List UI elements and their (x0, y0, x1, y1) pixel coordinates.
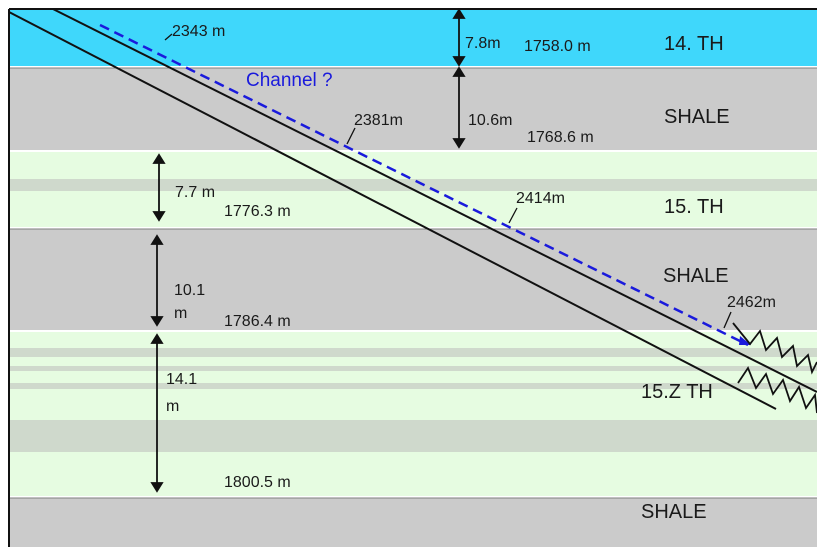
layer-15z-band-4 (9, 420, 817, 452)
layer-shale-2 (9, 228, 817, 331)
layer-shale-3 (9, 497, 817, 547)
layer-boundary-shadows (9, 67, 817, 499)
layer-15z-th (9, 331, 817, 497)
thickness-arrows (150, 8, 466, 493)
layer-label-14-th: 14. TH (664, 33, 724, 55)
layer-label-shale-2: SHALE (663, 265, 729, 287)
wellbore-upper-line (52, 8, 817, 393)
layer-15z-band-2 (9, 366, 817, 371)
layer-15z-band-1 (9, 348, 817, 357)
layer-15z-band-3 (9, 383, 817, 389)
layer-label-15z-th: 15.Z TH (641, 381, 713, 403)
thickness-label-shale-2-value: 10.1 (174, 282, 205, 299)
md-label-2414: 2414m (516, 190, 565, 207)
wellbore-lower-line (8, 11, 777, 410)
thickness-label-15z-unit: m (166, 398, 179, 415)
layer-label-15-th: 15. TH (664, 196, 724, 218)
layer-label-shale-3: SHALE (641, 501, 707, 523)
thickness-label-shale-1: 10.6m (468, 112, 512, 129)
md-label-2462: 2462m (727, 294, 776, 311)
layer-15-th-band (9, 179, 817, 191)
layer-label-shale-1: SHALE (664, 106, 730, 128)
layer-boundaries (9, 66, 817, 498)
thickness-label-shale-2-unit: m (174, 305, 187, 322)
thickness-label-14-th: 7.8m (465, 35, 501, 52)
depth-label-1768: 1768.6 m (527, 129, 594, 146)
channel-dashed-line (99, 23, 749, 347)
thickness-label-15z-value: 14.1 (166, 371, 197, 388)
sawtooth-marker (732, 322, 817, 414)
depth-label-1786: 1786.4 m (224, 313, 291, 330)
depth-label-1758: 1758.0 m (524, 38, 591, 55)
md-label-2343: 2343 m (172, 23, 225, 40)
channel-annotation: Channel ? (246, 70, 333, 91)
layer-14-th (9, 9, 817, 67)
md-label-2381: 2381m (354, 112, 403, 129)
depth-label-1776: 1776.3 m (224, 203, 291, 220)
depth-label-1800: 1800.5 m (224, 474, 291, 491)
thickness-label-15-th: 7.7 m (175, 184, 215, 201)
depth-ticks (164, 33, 732, 329)
